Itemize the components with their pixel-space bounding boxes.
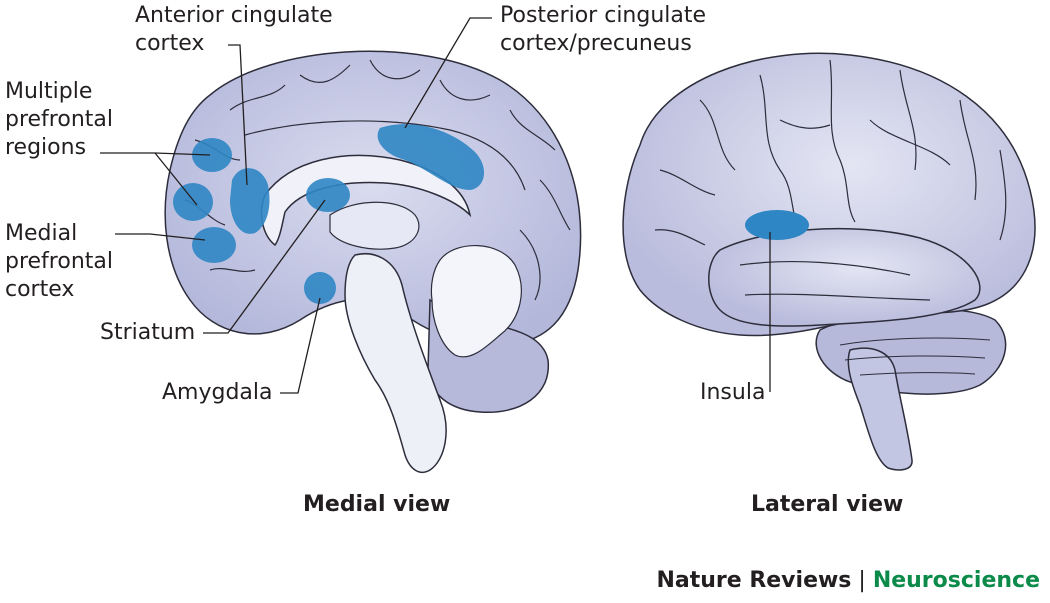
caption-lateral-view: Lateral view [751,492,904,517]
corpus-callosum [260,154,472,247]
thalamus [329,201,420,250]
label-medial-prefrontal: Medial prefrontal cortex [5,221,113,302]
leader-multiple-prefrontal-b [154,152,198,206]
caption-medial-view: Medial view [303,492,451,517]
brainstem [344,253,447,474]
lateral-brainstem [847,347,913,471]
leader-striatum [203,199,326,334]
credit-journal: Nature Reviews [656,568,852,593]
cerebellum-folia [839,337,991,376]
highlight-insula [745,210,809,240]
highlight-anterior-cingulate [230,168,270,234]
highlight-striatum [306,178,350,212]
label-posterior-cingulate: Posterior cingulate cortex/precuneus [500,3,707,56]
label-amygdala: Amygdala [162,380,273,405]
leader-lines [100,17,771,394]
credit-section: Neuroscience [872,568,1040,593]
lateral-gyri [654,59,1007,301]
leader-posterior-cingulate [404,17,492,129]
highlight-amygdala [304,272,336,304]
lateral-brain [622,52,1036,471]
highlight-prefrontal-mid [173,183,213,221]
leader-anterior-cingulate [228,44,248,186]
arbor-vitae [430,245,522,358]
credit-separator: | [851,568,873,593]
highlight-prefrontal-top [192,138,232,172]
medial-highlights [173,124,485,304]
leader-amygdala [280,297,321,394]
label-striatum: Striatum [100,320,196,345]
leader-medial-prefrontal [115,233,206,241]
journal-credit: Nature Reviews | Neuroscience [656,568,1040,593]
label-multiple-prefrontal: Multiple prefrontal regions [5,79,113,160]
medial-brain [164,50,582,474]
highlight-posterior-cingulate [377,124,485,190]
label-anterior-cingulate: Anterior cingulate cortex [135,3,333,56]
highlight-medial-prefrontal [192,227,236,263]
label-insula: Insula [700,380,766,405]
medial-gyri [184,59,571,301]
temporal-lobe [708,227,981,327]
